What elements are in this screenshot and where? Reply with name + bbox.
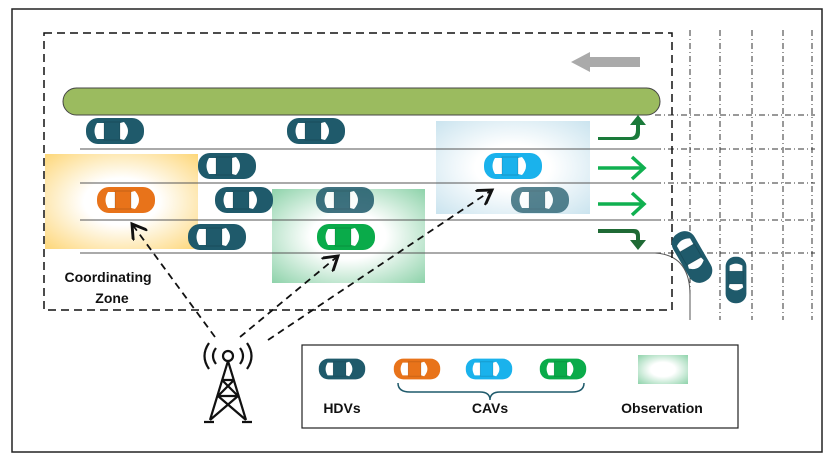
legend-observation-swatch <box>638 355 688 384</box>
outer-frame <box>11 8 823 453</box>
cav-car-blue <box>484 153 542 179</box>
legend: HDVs CAVs Observation <box>301 344 739 429</box>
traffic-direction-arrow-icon <box>571 52 640 72</box>
straight-arrow-icon <box>598 155 647 181</box>
legend-cav-green-icon <box>539 358 587 380</box>
hdv-car <box>316 187 374 213</box>
link-to-green-cav <box>239 256 338 338</box>
legend-cav-blue-icon <box>465 358 513 380</box>
legend-hdv-label: HDVs <box>323 400 361 416</box>
hdv-car <box>215 187 273 213</box>
cav-brace <box>397 382 585 401</box>
legend-cav-label: CAVs <box>472 400 509 416</box>
coordinating-zone-boundary <box>43 32 673 311</box>
coordinating-zone-label: Coordinating Zone <box>65 269 156 306</box>
base-station-tower-icon <box>203 342 253 424</box>
hdv-car <box>86 118 144 144</box>
intersection-grid <box>655 30 815 320</box>
hdv-car <box>511 187 569 213</box>
hdv-car <box>287 118 345 144</box>
straight-arrow-icon <box>598 191 647 217</box>
hdv-car <box>198 153 256 179</box>
legend-hdv-car-icon <box>318 358 366 380</box>
hdv-car <box>188 224 246 250</box>
lane-lines <box>80 148 691 320</box>
median-strip <box>62 87 661 116</box>
legend-cav-orange-icon <box>393 358 441 380</box>
link-to-blue-cav <box>267 190 492 341</box>
hdv-car-turning <box>671 231 713 283</box>
legend-observation-label: Observation <box>621 400 703 416</box>
hdv-car-cross <box>725 256 747 304</box>
left-turn-arrow-icon <box>598 115 646 140</box>
communication-links <box>132 190 492 341</box>
lane-direction-arrows <box>598 115 647 250</box>
cav-car-orange <box>97 187 155 213</box>
vehicles <box>86 118 747 304</box>
cav-car-green <box>317 224 375 250</box>
right-turn-arrow-icon <box>598 229 646 250</box>
